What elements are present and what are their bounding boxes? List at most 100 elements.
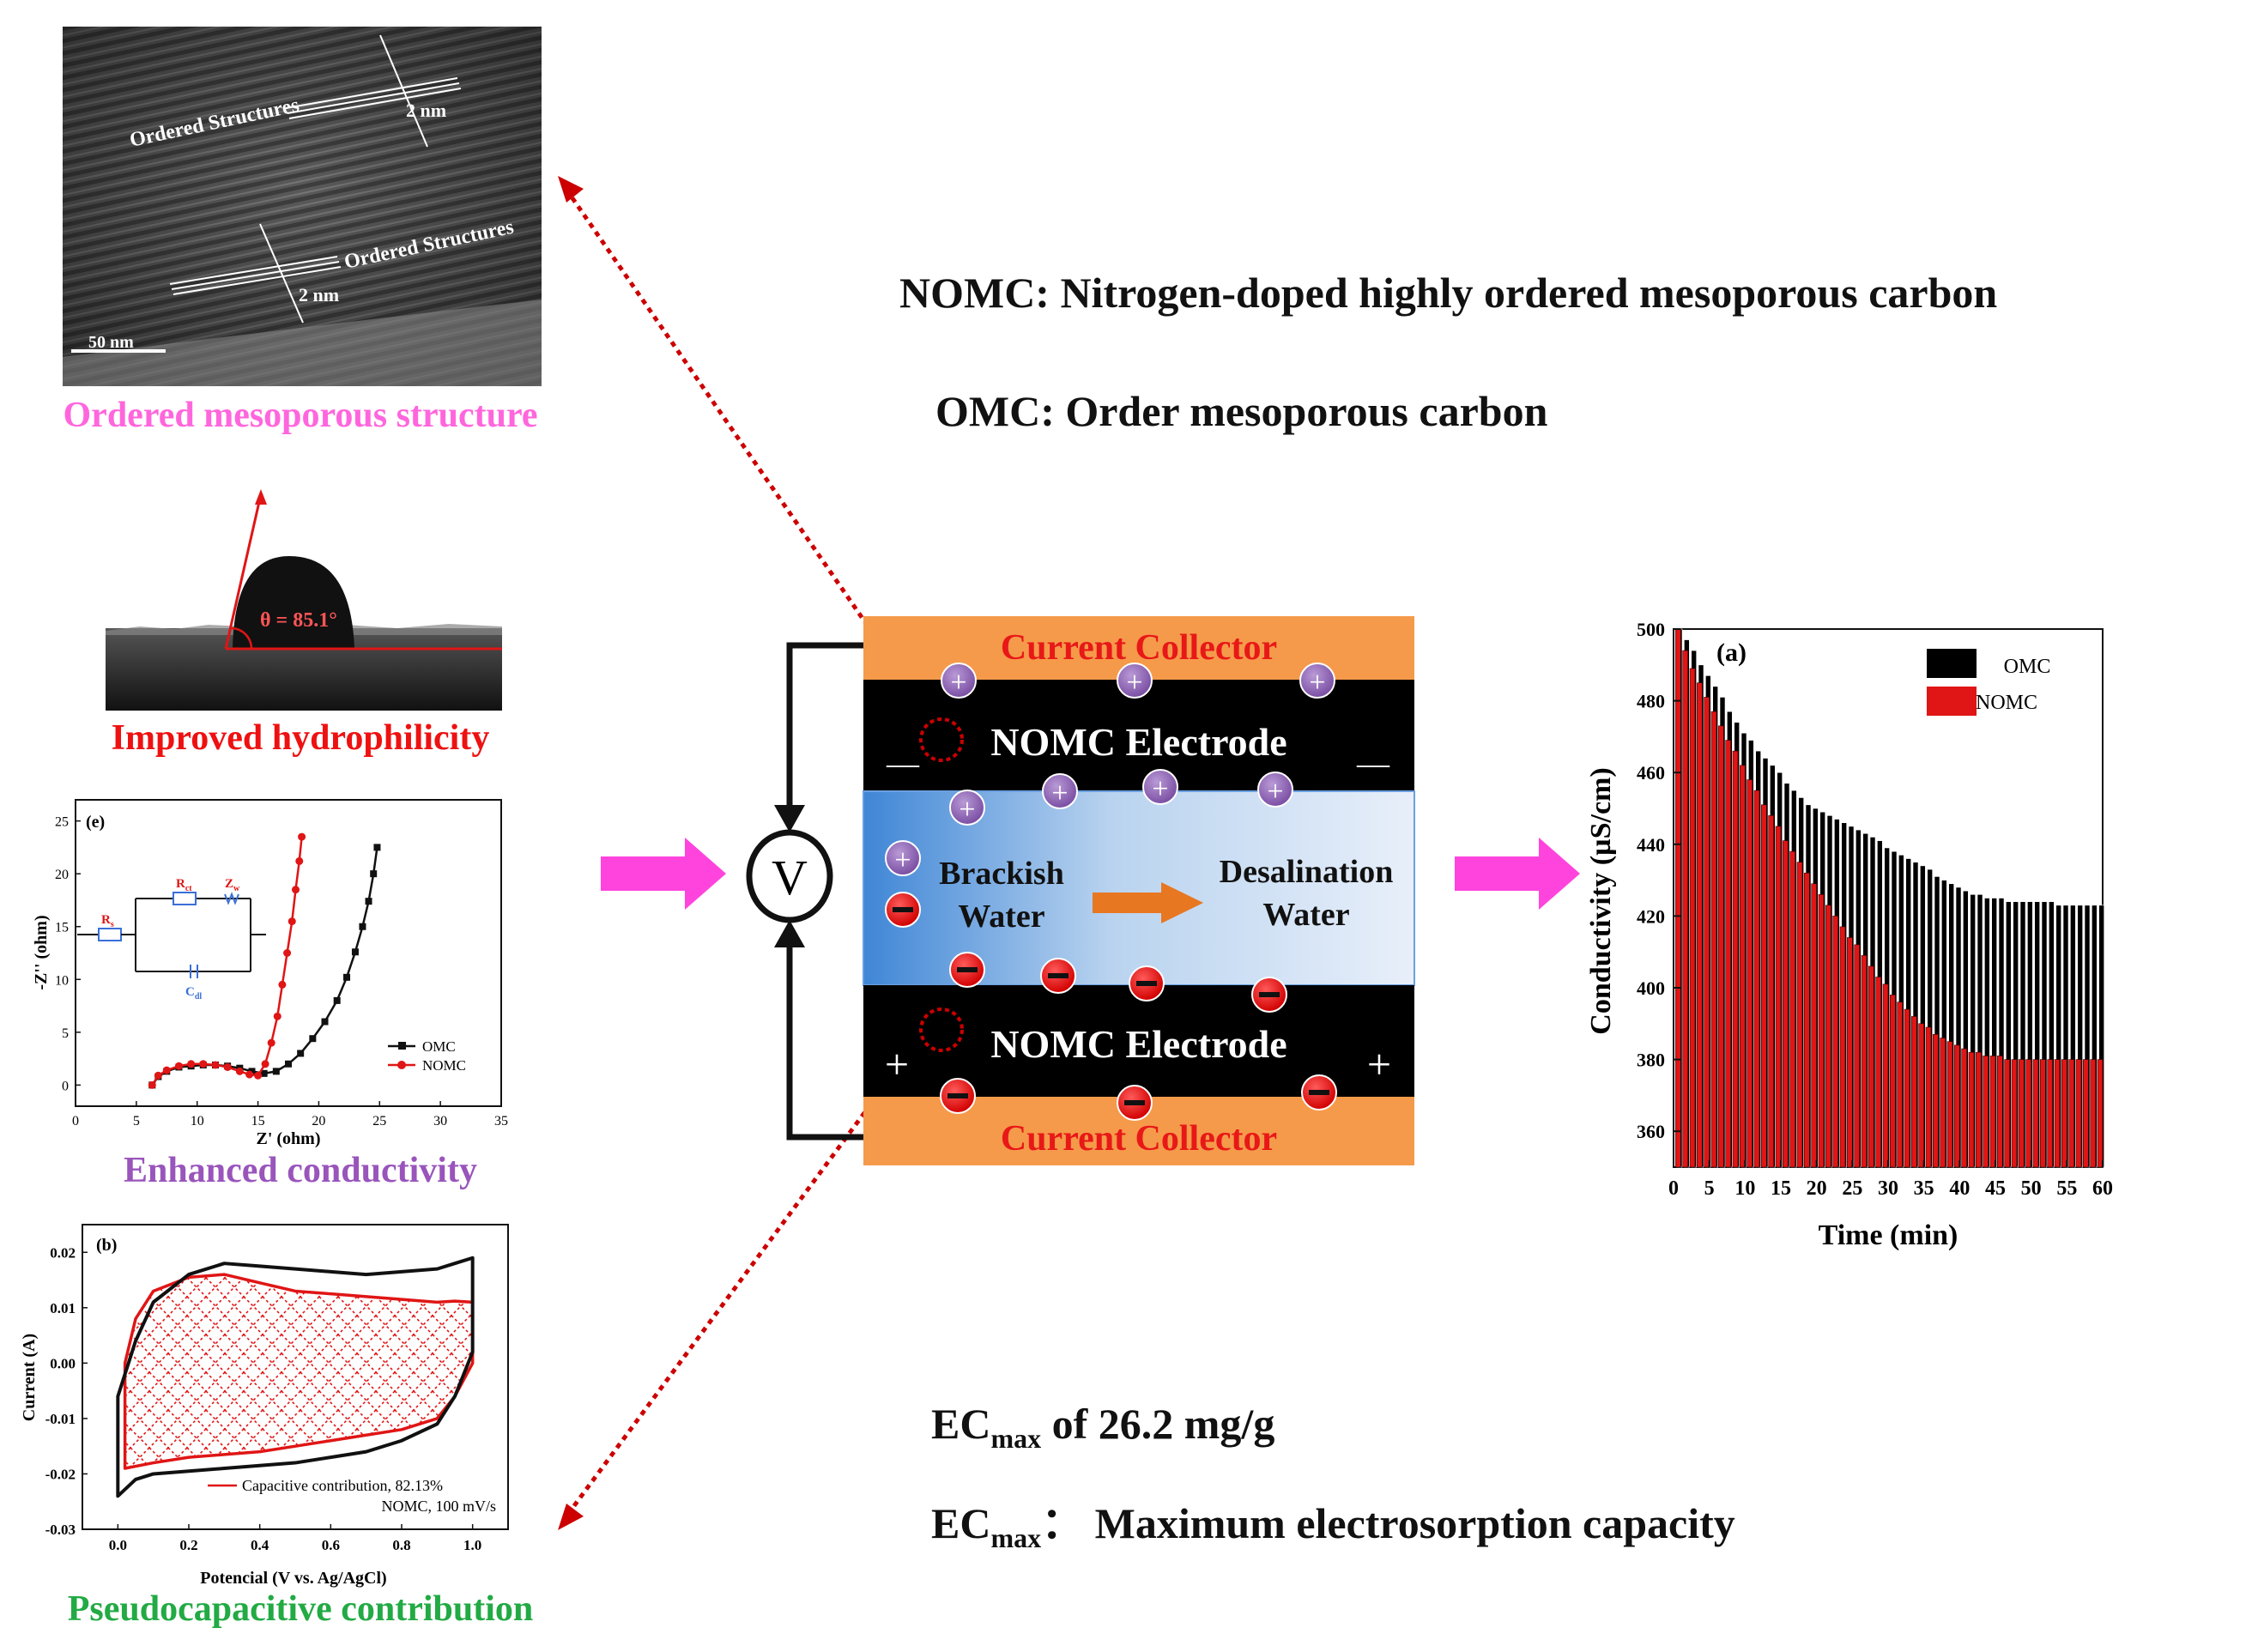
anion-ions bbox=[885, 892, 1337, 1121]
x-tick-label: 0.8 bbox=[392, 1537, 410, 1553]
y-tick-label: 420 bbox=[1637, 905, 1665, 927]
bar-nomc bbox=[1783, 840, 1789, 1168]
x-tick-label: 0 bbox=[72, 1114, 79, 1129]
anion bbox=[885, 892, 921, 928]
bar-nomc bbox=[1925, 1026, 1932, 1168]
product-water-label-2: Water bbox=[1262, 897, 1349, 933]
x-tick-label: 15 bbox=[1771, 1177, 1791, 1200]
ecmax-definition: ECmax： Maximum electrosorption capacity bbox=[931, 1489, 1735, 1554]
dotted-connector-bottom bbox=[558, 1020, 935, 1530]
cv-panel-label: (b) bbox=[96, 1236, 117, 1255]
bar-nomc bbox=[1997, 1056, 2003, 1168]
bar-nomc bbox=[2011, 1059, 2018, 1168]
x-tick-label: 30 bbox=[433, 1114, 447, 1129]
nyquist-point-omc bbox=[370, 870, 378, 878]
nyquist-point-nomc bbox=[187, 1060, 196, 1068]
anion bbox=[1040, 958, 1076, 994]
nyquist-point-omc bbox=[260, 1069, 268, 1077]
svg-text:+: + bbox=[1126, 667, 1142, 699]
ecmax-sub: max bbox=[990, 1423, 1042, 1454]
cv-loop-capacitive bbox=[123, 1273, 475, 1470]
cation: + bbox=[1117, 663, 1153, 699]
bar-nomc bbox=[1825, 905, 1831, 1168]
nyquist-point-nomc bbox=[174, 1062, 183, 1070]
nyquist-point-omc bbox=[297, 1050, 305, 1057]
y-tick-label: -0.03 bbox=[45, 1522, 76, 1538]
ecmax-def-sub: max bbox=[990, 1522, 1042, 1553]
flow-arrow bbox=[1093, 882, 1203, 923]
ecmax-def-label: EC bbox=[931, 1499, 991, 1547]
bar-nomc bbox=[1732, 750, 1739, 1168]
nyquist-point-nomc bbox=[154, 1071, 162, 1080]
y-tick-label: 0.02 bbox=[50, 1244, 76, 1261]
bar-nomc bbox=[1789, 850, 1795, 1168]
x-tick-label: 0.4 bbox=[251, 1537, 269, 1553]
bar-nomc bbox=[1775, 826, 1782, 1168]
bottom-electrode-plus-left: + bbox=[885, 1040, 909, 1088]
nyquist-legend: OMC NOMC bbox=[388, 1038, 466, 1074]
nyquist-point-omc bbox=[272, 1068, 280, 1075]
cation: + bbox=[941, 663, 977, 699]
circuit-rct-label: Rct bbox=[176, 877, 192, 893]
contact-angle-image: θ = 85.1° bbox=[106, 489, 502, 711]
nyquist-point-nomc bbox=[278, 980, 287, 989]
circuit-rs-label: Rs bbox=[101, 913, 114, 929]
feed-water-label-1: Brackish bbox=[939, 856, 1064, 892]
x-tick-label: 20 bbox=[1807, 1177, 1827, 1200]
nyquist-point-omc bbox=[343, 973, 351, 981]
nyquist-point-omc bbox=[248, 1068, 256, 1075]
bar-nomc bbox=[1747, 779, 1753, 1168]
nyquist-frame bbox=[75, 799, 502, 1107]
circuit-zw-label: Zw bbox=[225, 877, 240, 893]
conductivity-legend: OMC NOMC bbox=[1927, 649, 2050, 716]
anion bbox=[940, 1078, 976, 1114]
y-tick-label: 460 bbox=[1637, 762, 1665, 784]
bar-nomc bbox=[1804, 872, 1810, 1168]
bar-nomc bbox=[1904, 1008, 1910, 1168]
bar-nomc bbox=[2047, 1059, 2053, 1168]
y-tick-label: 10 bbox=[55, 973, 69, 988]
bar-nomc bbox=[1682, 650, 1688, 1168]
magenta-arrow-left bbox=[601, 838, 726, 910]
bar-nomc bbox=[2075, 1059, 2082, 1168]
conductivity-xlabel: Time (min) bbox=[1819, 1219, 1958, 1251]
bar-nomc bbox=[1875, 977, 1881, 1168]
bar-nomc bbox=[1911, 1016, 1917, 1168]
caption-pseudocap: Pseudocapacitive contribution bbox=[67, 1589, 534, 1629]
bar-nomc bbox=[1796, 862, 1803, 1168]
x-tick-label: 5 bbox=[1704, 1177, 1715, 1200]
ecmax-number: of 26.2 mg/g bbox=[1041, 1400, 1275, 1448]
voltmeter-circle bbox=[746, 829, 833, 923]
feed-water-label-2: Water bbox=[958, 899, 1044, 935]
svg-text:+: + bbox=[1051, 778, 1068, 809]
equivalent-circuit bbox=[77, 892, 266, 978]
bar-nomc bbox=[1832, 916, 1838, 1168]
y-tick-label: 0.00 bbox=[50, 1355, 76, 1371]
bar-nomc bbox=[1710, 711, 1717, 1168]
x-tick-label: 30 bbox=[1878, 1177, 1898, 1200]
tem-micrograph: Ordered Structures Ordered Structures 2 … bbox=[63, 27, 542, 386]
bar-nomc bbox=[1725, 740, 1731, 1168]
svg-text:+: + bbox=[950, 667, 966, 699]
x-tick-label: 35 bbox=[494, 1114, 508, 1129]
top-electrode bbox=[863, 680, 1414, 791]
conductivity-ylabel: Conductivity (µS/cm) bbox=[1588, 767, 1617, 1034]
bar-nomc bbox=[1761, 804, 1767, 1168]
x-tick-label: 35 bbox=[1914, 1177, 1934, 1200]
x-tick-label: 15 bbox=[251, 1114, 265, 1129]
nyquist-point-nomc bbox=[245, 1070, 254, 1079]
anion bbox=[1301, 1074, 1337, 1110]
x-tick-label: 0 bbox=[1668, 1177, 1679, 1200]
svg-text:+: + bbox=[1309, 667, 1325, 699]
nyquist-point-nomc bbox=[273, 1012, 282, 1020]
contact-angle-label: θ = 85.1° bbox=[260, 609, 337, 632]
bar-nomc bbox=[1704, 697, 1710, 1168]
bar-nomc bbox=[2061, 1059, 2067, 1168]
electrode-zoom-marker-top bbox=[919, 717, 964, 762]
y-tick-label: 5 bbox=[62, 1026, 69, 1041]
conductivity-panel-label: (a) bbox=[1716, 638, 1747, 667]
caption-hydrophilicity: Improved hydrophilicity bbox=[111, 718, 490, 758]
y-tick-label: 0.01 bbox=[50, 1300, 76, 1316]
bar-nomc bbox=[1768, 815, 1774, 1168]
definition-nomc: NOMC: Nitrogen-doped highly ordered meso… bbox=[899, 269, 1998, 317]
